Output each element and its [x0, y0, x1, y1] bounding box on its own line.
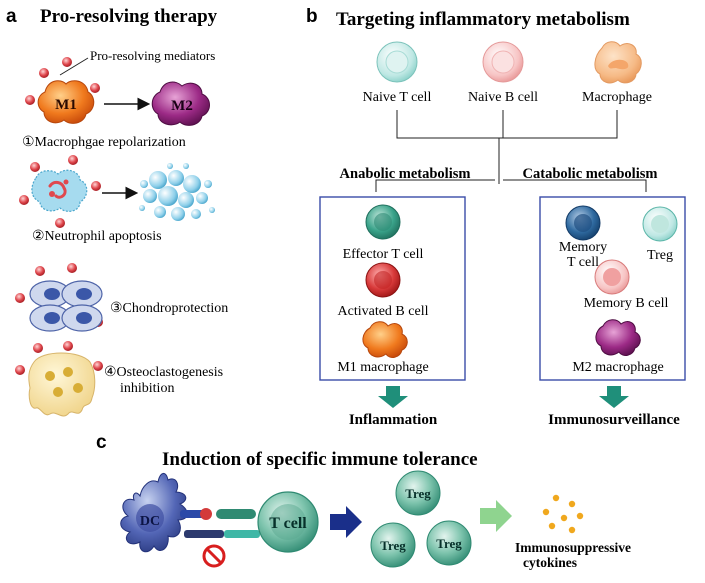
item4-label-line2: inhibition [120, 381, 174, 396]
treg-2-label: Treg [380, 538, 406, 553]
memory-b-nucleus [603, 268, 621, 286]
mediators-label: Pro-resolving mediators [90, 48, 215, 63]
catabolic-box [539, 196, 686, 381]
lineage-connectors [375, 110, 647, 192]
anabolic-box [319, 196, 466, 381]
item1-label: ①Macrophgae repolarization [22, 135, 186, 150]
m2-macrophage-icon [151, 81, 210, 126]
effector-t-label: Effector T cell [343, 247, 424, 262]
item3-label: ③Chondroprotection [110, 301, 228, 316]
inflammation-arrow [378, 386, 408, 408]
activated-b-label: Activated B cell [338, 304, 429, 319]
m1-label: M1 [55, 97, 77, 113]
t-cell-to-treg-arrow [330, 506, 362, 538]
panel-a-letter: a [6, 6, 17, 27]
panel-b-title: Targeting inflammatory metabolism [336, 9, 630, 30]
apoptotic-bubbles-icon [139, 163, 215, 221]
inflammation-label: Inflammation [349, 412, 438, 428]
costim-bar-t [224, 530, 260, 538]
mediator-dots-row1 [25, 57, 100, 105]
m1-macrophage-small-icon [362, 321, 408, 358]
neutrophil-dots [19, 155, 101, 228]
macrophage-nucleus [608, 59, 629, 70]
naive-t-nucleus [385, 50, 409, 74]
panel-a-title: Pro-resolving therapy [40, 6, 218, 27]
treg-1-label: Treg [405, 486, 431, 501]
treg-3-label: Treg [436, 536, 462, 551]
osteoclast-cell-icon [28, 352, 96, 417]
treg-nucleus [651, 215, 669, 233]
treg-label: Treg [647, 248, 673, 263]
m2-label: M2 [171, 98, 193, 114]
m1-macrophage-label: M1 macrophage [337, 360, 428, 375]
panel-b-letter: b [306, 6, 318, 27]
naive-t-label: Naive T cell [363, 90, 432, 105]
treg-cell-3-icon [426, 520, 472, 566]
treg-cell-2-icon [370, 522, 416, 568]
item2-label: ②Neutrophil apoptosis [32, 229, 162, 244]
treg-cell-1-icon [395, 470, 441, 516]
t-cell-label: T cell [269, 515, 307, 532]
macrophage-label: Macrophage [582, 90, 652, 105]
m2-macrophage-label: M2 macrophage [572, 360, 663, 375]
memory-b-label: Memory B cell [584, 296, 669, 311]
memory-t-nucleus [574, 214, 592, 232]
cytokine-dots-icon [542, 494, 584, 534]
treg-to-cytokines-arrow [480, 500, 512, 532]
antigen-dot [200, 508, 212, 520]
dc-label: DC [140, 514, 160, 529]
costim-bar-dc [184, 530, 224, 538]
osteoclast-dots [15, 341, 103, 375]
effector-t-nucleus [374, 213, 392, 231]
neutrophil-cell-icon [31, 169, 88, 212]
cytokines-label-line1: Immunosuppressive [515, 540, 631, 555]
immunosurveillance-label: Immunosurveillance [548, 412, 680, 428]
panel-c-title: Induction of specific immune tolerance [162, 449, 478, 470]
t-cell-nucleus [270, 504, 306, 540]
memory-t-label-line2: T cell [567, 255, 599, 270]
memory-t-label-line1: Memory [559, 240, 607, 255]
immunosurveillance-arrow [599, 386, 629, 408]
naive-b-nucleus [491, 50, 515, 74]
chondrocyte-cells-icon [29, 280, 103, 332]
anabolic-label: Anabolic metabolism [340, 166, 471, 182]
activated-b-nucleus [374, 271, 392, 289]
cytokines-label-line2: cytokines [523, 555, 577, 570]
item4-label-line1: ④Osteoclastogenesis [104, 365, 223, 380]
mediators-pointer-line [59, 57, 89, 76]
catabolic-label: Catabolic metabolism [523, 166, 658, 182]
tcr-receptor-bar [216, 509, 256, 519]
prohibition-icon [202, 544, 226, 568]
naive-b-label: Naive B cell [468, 90, 538, 105]
panel-c-letter: c [96, 432, 107, 453]
m1-macrophage-icon [37, 80, 95, 124]
dendritic-cell-icon [120, 473, 188, 553]
m2-macrophage-small-icon [595, 319, 641, 356]
